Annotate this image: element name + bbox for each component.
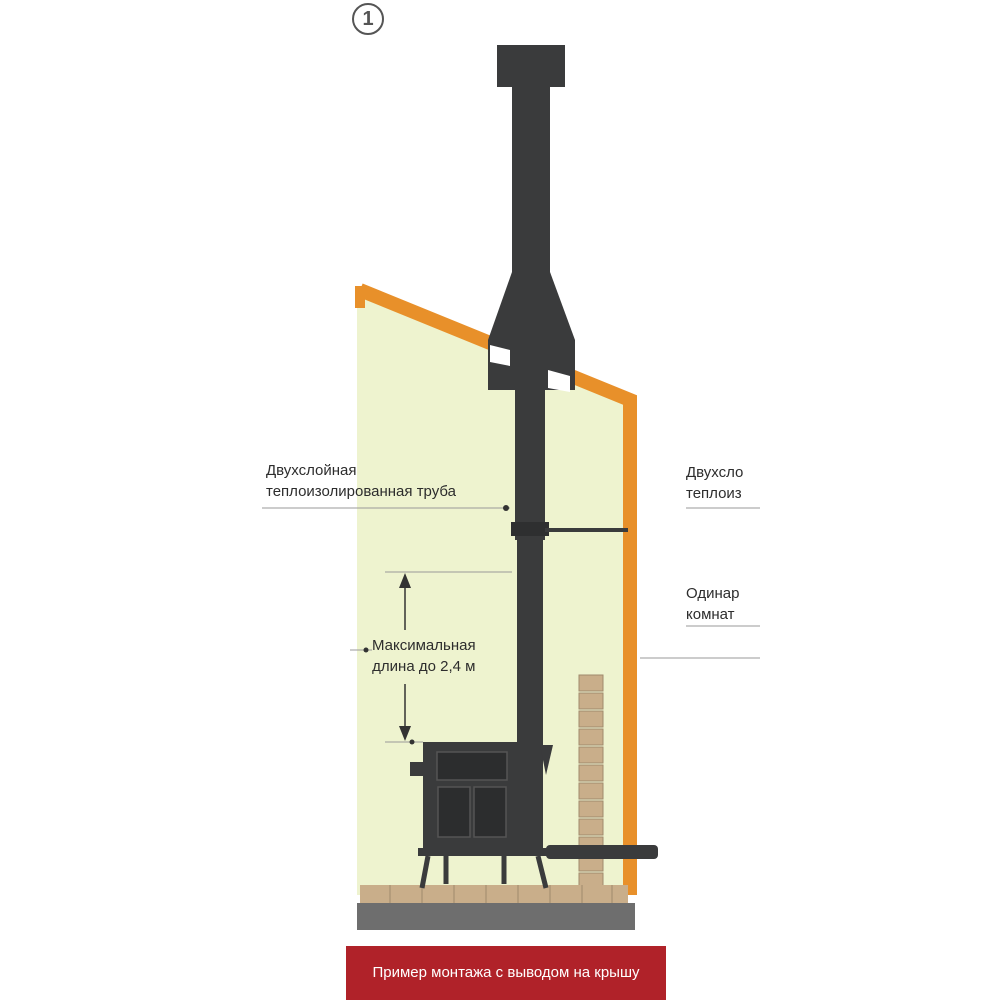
floor-slab xyxy=(357,903,635,930)
roof-slope xyxy=(357,283,637,895)
max-length-label: Максимальная длина до 2,4 м xyxy=(372,635,476,677)
floor-flue-pipe xyxy=(546,845,658,859)
caption-banner: Пример монтажа с выводом на крышу xyxy=(372,964,640,981)
dimension-arrowhead-down xyxy=(399,726,411,741)
dimension-arrowhead-up xyxy=(399,573,411,588)
pipe-joint xyxy=(511,522,549,536)
chimney-insulated-pipe xyxy=(515,390,545,540)
chimney-single-pipe xyxy=(517,540,543,748)
step-number-badge: 1 xyxy=(352,3,384,35)
brick-column xyxy=(578,674,604,888)
pipe-label-line-2: теплоизолированная труба xyxy=(266,483,456,500)
floor-brick-row xyxy=(360,885,628,903)
roof-seal-right xyxy=(548,370,570,392)
stove-base xyxy=(418,848,548,856)
stove-contact-dot xyxy=(409,739,415,745)
pipe-label-dot xyxy=(503,505,509,511)
length-label-line-1: Максимальная xyxy=(372,637,476,654)
right-pipe-label: Двухсло теплоиз xyxy=(686,462,743,504)
pipe-label-line-1: Двухслойная xyxy=(266,462,357,479)
stove-flue-collar xyxy=(540,745,553,775)
caption-banner-bg xyxy=(346,946,666,1000)
right-single-pipe-label: Одинар комнат xyxy=(686,583,739,625)
right-pipe-label-line-1: Двухсло xyxy=(686,464,744,481)
roof-penetration-cone xyxy=(488,272,575,390)
double-layer-pipe-label: Двухслойная теплоизолированная труба xyxy=(266,460,456,502)
chimney-cap xyxy=(497,45,565,87)
stove-door-left xyxy=(437,786,471,838)
right-single-label-line-1: Одинар xyxy=(686,585,740,602)
stove-legs xyxy=(419,855,549,889)
stove-handle xyxy=(410,762,424,776)
stove-top-panel xyxy=(436,751,508,781)
chimney-upper-pipe xyxy=(512,87,550,272)
right-pipe-label-line-2: теплоиз xyxy=(686,485,742,502)
length-label-line-2: длина до 2,4 м xyxy=(372,658,476,675)
length-label-dot xyxy=(363,647,369,653)
roof-seal-left xyxy=(490,345,510,366)
right-single-label-line-2: комнат xyxy=(686,606,735,623)
stove-door-right xyxy=(473,786,507,838)
